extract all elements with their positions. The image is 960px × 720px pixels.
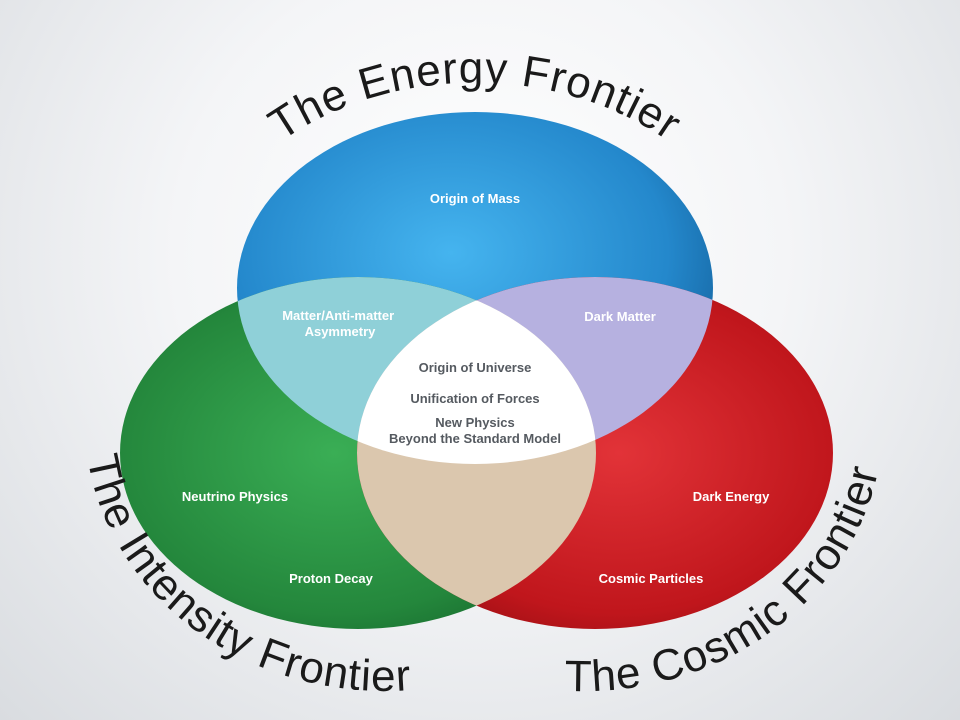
label-dark-energy: Dark Energy [693,489,770,504]
label-origin-of-universe: Origin of Universe [419,360,532,375]
label-new-physics: New Physics [435,415,515,430]
label-matter-antimatter: Matter/Anti-matter Asymmetry [282,308,398,339]
label-origin-of-mass: Origin of Mass [430,191,520,206]
label-cosmic-particles: Cosmic Particles [599,571,704,586]
label-neutrino-physics: Neutrino Physics [182,489,288,504]
label-unification-of-forces: Unification of Forces [410,391,539,406]
label-proton-decay: Proton Decay [289,571,374,586]
label-beyond-standard-model: Beyond the Standard Model [389,431,561,446]
label-dark-matter: Dark Matter [584,309,656,324]
